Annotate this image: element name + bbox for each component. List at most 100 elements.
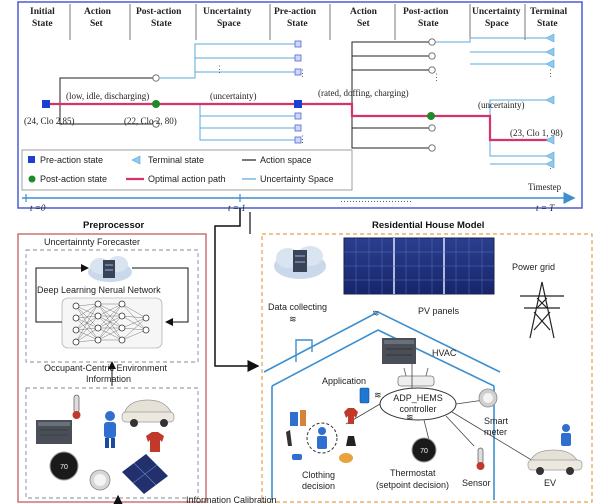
thermostat-reading-right: 70: [420, 448, 428, 455]
controller-label-2: controller: [399, 404, 436, 414]
smart-meter-icon: [89, 469, 111, 491]
cloud-server-icon: [88, 256, 132, 282]
hollow-post-states: [152, 38, 436, 152]
clothing-label-2: decision: [302, 481, 335, 491]
house-title: Residential House Model: [372, 220, 484, 231]
uncertainty-label-1: (uncertainty): [210, 91, 256, 101]
header-action-1: Action: [84, 7, 112, 17]
clothing-label-1: Clothing: [302, 470, 335, 480]
sensor-thermometer-icon: [476, 447, 485, 470]
pv-panels-icon: [343, 237, 495, 295]
phone-icon: [359, 387, 370, 404]
loop-arrow-left: [35, 264, 89, 323]
thermostat-label-1: Thermostat: [390, 468, 436, 478]
env-label-2: Information: [86, 374, 131, 384]
thermostat-reading-left: 70: [60, 464, 68, 471]
thermostat-house-icon: 70: [411, 437, 437, 463]
header-action2-1: Action: [350, 7, 378, 17]
thermometer-icon: [72, 394, 81, 419]
house-model-panel: Residential House Model Data collecting …: [261, 220, 593, 503]
person-icon: [104, 411, 116, 448]
env-info-box: [25, 387, 199, 499]
tree-legend: Pre-action state Terminal state Action s…: [21, 149, 353, 191]
header-initial-2: State: [32, 19, 53, 29]
post-state-marker: [152, 100, 160, 108]
forecaster-box: [25, 249, 199, 363]
legend-post-action: Post-action state: [40, 174, 107, 184]
header-post-2: State: [151, 19, 172, 29]
legend-box: [21, 149, 353, 191]
preprocessor-panel: Preprocessor Uncertainnty Forecaster Dee…: [17, 220, 207, 503]
ev-label: EV: [544, 478, 556, 488]
pre-state-marker: [294, 100, 302, 108]
header-terminal-1: Terminal: [530, 7, 567, 17]
loop-arrow-right: [132, 267, 189, 326]
thermostat-dial-icon: 70: [49, 451, 79, 481]
power-tower-icon: [520, 281, 564, 339]
initial-state-marker: [42, 100, 50, 108]
hvac-unit-icon: [36, 420, 72, 444]
thermostat-label-2: (setpoint decision): [376, 480, 449, 490]
preprocessor-to-house-arrow: [214, 208, 260, 372]
house-roof-outer: [263, 311, 501, 373]
decision-tree-panel: Initial State Action Set Post-action Sta…: [17, 1, 583, 213]
post-state-value: (22, Clo 2, 80): [124, 116, 177, 126]
hollow-pre-states: [294, 40, 302, 144]
forecaster-label: Uncertainnty Forecaster: [44, 237, 140, 247]
header-action2-2: Set: [357, 19, 371, 29]
wifi-icon-cloud: ≋: [289, 314, 297, 324]
svg-text:⋮: ⋮: [298, 68, 307, 78]
wifi-icon-app: ≋: [374, 390, 382, 400]
header-post2-1: Post-action: [403, 7, 449, 17]
smart-meter-label-2: meter: [484, 427, 507, 437]
svg-text:⋮: ⋮: [432, 72, 441, 82]
house-chimney: [295, 339, 313, 362]
preprocessor-title: Preprocessor: [83, 220, 145, 231]
optimal-path: [46, 102, 552, 142]
tree-headers: Initial State Action Set Post-action Sta…: [30, 7, 567, 29]
legend-pre-action-swatch: [28, 156, 35, 163]
pv-panels-label: PV panels: [418, 306, 460, 316]
t0-label: t =0: [30, 203, 46, 213]
data-collecting-label: Data collecting: [268, 302, 327, 312]
header-pre-1: Pre-action: [274, 7, 317, 17]
header-unc-2: Space: [217, 19, 241, 29]
hvac-icon: [382, 338, 416, 364]
legend-post-action-swatch: [28, 175, 36, 183]
legend-optimal: Optimal action path: [148, 174, 226, 184]
house-roof-inner: [271, 329, 495, 387]
legend-terminal: Terminal state: [148, 155, 204, 165]
hvac-label: HVAC: [432, 348, 457, 358]
header-action-2: Set: [90, 19, 104, 29]
neural-network-icon: [61, 297, 163, 349]
env-label-1: Occupant-Centric Environment: [44, 363, 168, 373]
car-icon: [121, 399, 175, 427]
timestep-ellipsis: ……………………: [340, 194, 412, 204]
tT-label: t = T: [536, 203, 555, 213]
timestep-label: Timestep: [528, 182, 562, 192]
legend-pre-action: Pre-action state: [40, 155, 103, 165]
application-label: Application: [322, 376, 366, 386]
header-post2-2: State: [418, 19, 439, 29]
data-cloud-icon: [274, 246, 326, 279]
dl-network-label: Deep Learning Nerual Network: [37, 285, 161, 295]
svg-text:⋮: ⋮: [546, 68, 555, 78]
legend-action-space: Action space: [260, 155, 312, 165]
legend-uncertainty: Uncertainty Space: [260, 174, 334, 184]
action-label-2: (rated, doffing, charging): [318, 88, 409, 98]
controller-router-icon: [397, 367, 435, 387]
controller-label-1: ADP_HEMS: [393, 393, 443, 403]
action-label-1: (low, idle, discharging): [66, 91, 149, 101]
header-initial-1: Initial: [30, 7, 55, 17]
header-terminal-2: State: [537, 19, 558, 29]
shirt-icon: [146, 432, 164, 452]
post-state-marker-2: [427, 112, 435, 120]
sensor-label: Sensor: [462, 478, 491, 488]
header-unc-1: Uncertainty: [203, 7, 252, 17]
svg-text:⋮: ⋮: [215, 64, 224, 74]
terminal-triangles: [545, 33, 555, 169]
ev-car-icon: [527, 449, 583, 475]
t1-label: t = 1: [228, 203, 246, 213]
header-pre-2: State: [287, 19, 308, 29]
smart-meter-house-icon: [478, 388, 498, 408]
